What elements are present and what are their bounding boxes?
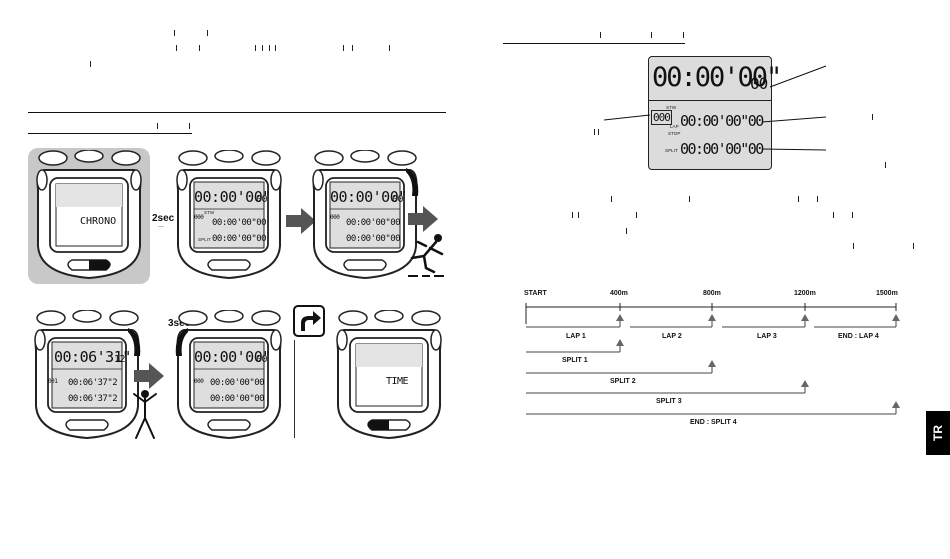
callout-mark-4 — [598, 129, 600, 135]
stop-main-time: 00:06'31" — [54, 348, 131, 366]
lap-4: END : LAP 4 — [838, 333, 879, 340]
stopwatch-time — [336, 310, 442, 440]
stopwatch-stop — [34, 310, 141, 440]
left-heading-mark — [157, 123, 159, 129]
split-4: END : SPLIT 4 — [690, 419, 737, 426]
arrow-right-1 — [286, 208, 316, 234]
start-row-split: 00:00'00"00 — [346, 234, 401, 244]
display-main-sub: 00 — [750, 74, 768, 93]
display-lbl-lap: LAP — [670, 124, 679, 129]
reset-row-split: 00:00'00"00 — [212, 234, 267, 244]
reset-main-sub: 00 — [256, 194, 268, 205]
display-main-time: 00:00'00" — [652, 62, 782, 93]
timeline-lines — [525, 303, 900, 415]
vertical-divider — [294, 340, 296, 438]
lap-1: LAP 1 — [566, 333, 586, 340]
split-3: SPLIT 3 — [656, 398, 682, 405]
display-counter: 000 — [651, 110, 672, 125]
right-heading-mark-1 — [600, 32, 602, 38]
display-lbl-split: SPLIT — [665, 148, 678, 153]
reset-row-lap: 00:00'00"00 — [212, 218, 267, 228]
mark-400m: 400m — [610, 290, 628, 297]
stop-counter: 001 — [48, 378, 58, 385]
reset2-counter: 000 — [194, 378, 204, 385]
lap-3: LAP 3 — [757, 333, 777, 340]
stopwatch-start — [312, 150, 419, 280]
reset2-main-time: 00:00'00" — [194, 348, 271, 366]
chrono-text: CHRONO — [80, 216, 117, 227]
right-heading-rule — [503, 43, 685, 44]
display-lbl-stw: STW — [666, 105, 677, 110]
lcd-display — [648, 56, 772, 170]
time-text: TIME — [386, 376, 409, 387]
stop-row-split: 00:06'37"2 — [68, 394, 118, 404]
split-1: SPLIT 1 — [562, 357, 588, 364]
left-heading-mark-2 — [189, 123, 191, 129]
mark-start: START — [524, 290, 547, 297]
mark-800m: 800m — [703, 290, 721, 297]
left-heading-rule-bottom — [28, 133, 192, 134]
reset-main-time: 00:00'00" — [194, 188, 271, 206]
display-lbl-stop: STOP — [668, 131, 681, 136]
sec-dots: ... — [158, 222, 164, 229]
right-heading-mark-2 — [651, 32, 653, 38]
stopwatch-chrono — [36, 150, 142, 280]
language-tab: TR — [926, 411, 950, 455]
reset2-row-split: 00:00'00"00 — [210, 394, 265, 404]
reset-counter: 000 — [194, 214, 204, 221]
start-main-time: 00:00'00" — [330, 188, 407, 206]
lcd-divider — [648, 100, 772, 101]
return-arrow-icon — [293, 305, 325, 337]
stopwatch-reset — [176, 150, 282, 280]
callout-lines — [603, 65, 827, 151]
start-main-sub: 00 — [392, 194, 404, 205]
split-2: SPLIT 2 — [610, 378, 636, 385]
callout-mark-2 — [885, 162, 887, 168]
lap-2: LAP 2 — [662, 333, 682, 340]
stop-main-sub: 12 — [114, 354, 126, 365]
reset-lbl-stw: STW — [204, 210, 215, 215]
right-heading-mark-3 — [683, 32, 685, 38]
start-row-lap: 00:00'00"00 — [346, 218, 401, 228]
sec-label-3: 3sec — [168, 318, 191, 329]
reset-lbl-split: SPLIT — [198, 237, 211, 242]
start-counter: 000 — [330, 214, 340, 221]
reset2-main-sub: 00 — [256, 354, 268, 365]
runner-finish-icon — [133, 390, 157, 439]
stopwatch-reset-2 — [175, 310, 282, 440]
display-row-split: 00:00'00"00 — [680, 140, 764, 158]
left-heading-rule-top — [28, 112, 446, 113]
sec-label-2: 2sec — [152, 213, 175, 224]
language-tab-label: TR — [931, 425, 945, 441]
reset2-row-lap: 00:00'00"00 — [210, 378, 265, 388]
callout-mark-3 — [594, 129, 596, 135]
display-row-lap: 00:00'00"00 — [680, 112, 764, 130]
runner-start-icon — [408, 234, 444, 277]
arrow-right-2 — [408, 206, 438, 232]
arrow-right-3 — [134, 363, 164, 389]
callout-mark-1 — [872, 114, 874, 120]
mark-1200m: 1200m — [794, 290, 816, 297]
stop-row-lap: 00:06'37"2 — [68, 378, 118, 388]
mark-1500m: 1500m — [876, 290, 898, 297]
